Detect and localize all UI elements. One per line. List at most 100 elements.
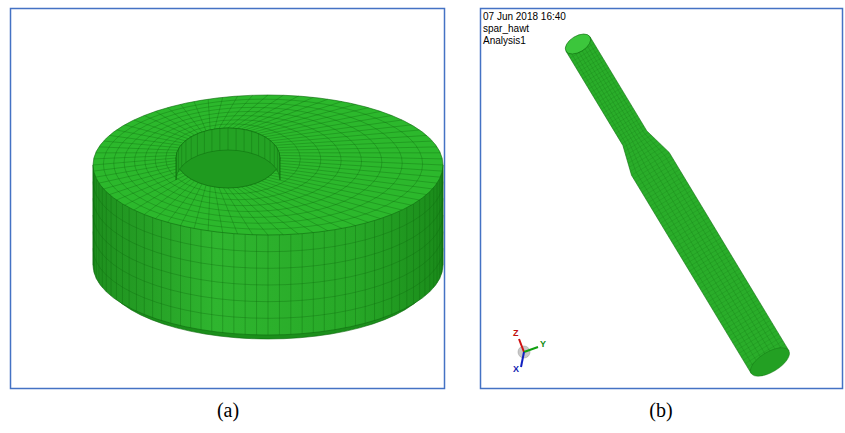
mesh-part [605,102,629,116]
mesh-part [673,221,711,244]
mesh-part [648,180,686,203]
mesh-part [632,152,670,175]
mesh-part [669,214,707,237]
mesh-part [261,181,380,219]
mesh-part [727,310,765,333]
mesh-part [665,207,703,230]
mesh-part [156,181,195,219]
mesh-part [580,61,604,75]
mesh-part [660,200,698,223]
buoy-mesh [93,95,443,339]
mesh-part [277,149,278,171]
mesh-part [685,242,723,265]
mesh-part [599,92,623,106]
mesh-part [219,128,220,150]
mesh-part [675,224,713,247]
mesh-part [178,149,179,171]
mesh-part [279,152,440,153]
mesh-part [640,166,678,189]
mesh-part [627,141,657,159]
mesh-part [650,183,688,206]
mesh-part [654,190,692,213]
mesh-part [93,248,443,318]
mesh-part [208,99,210,130]
mesh-part [700,265,738,288]
mesh-part [620,126,644,140]
mesh-part [215,187,223,233]
mesh-part [691,252,729,275]
mesh-part [96,163,177,177]
mesh-part [597,88,621,102]
mesh-part [270,140,271,162]
mesh-part [194,102,206,131]
mesh-part [626,138,655,155]
mesh-part [94,155,177,159]
mesh-part [729,313,767,336]
mesh-part [566,37,789,374]
mesh-part [93,158,176,165]
mesh-part [683,238,721,261]
mesh-part [280,158,443,165]
mesh-part [176,158,177,180]
mesh-part [702,269,740,292]
spar-mesh [562,30,794,382]
mesh-part [279,153,280,175]
mesh-part [585,68,609,82]
mesh-part [623,132,648,147]
mesh-part [636,159,674,182]
mesh-part [116,130,183,143]
mesh-part [708,279,746,302]
mesh-part [228,188,268,235]
mesh-part [609,109,633,123]
info-text: spar_hawt [483,23,529,35]
mesh-part [677,228,715,251]
mesh-part [280,155,443,159]
mesh-part [739,331,777,354]
mesh-part [731,317,769,340]
mesh-part [265,116,392,137]
axis-label: Z [513,328,519,338]
mesh-part [197,134,198,156]
mesh-part [737,327,775,350]
mesh-part [735,324,773,347]
mesh-part [718,296,756,319]
mesh-part [194,185,206,228]
mesh-part [572,48,761,368]
mesh-part [251,131,252,153]
mesh-part [575,46,765,365]
mesh-part [646,176,684,199]
mesh-part [258,183,369,223]
panel-caption: (a) [217,399,239,421]
mesh-part [698,262,736,285]
mesh-part [622,129,646,143]
mesh-part [694,255,732,278]
axis-label: X [513,364,519,374]
mesh-part [277,168,433,189]
mesh-part [278,166,437,183]
mesh-part [616,119,640,133]
mesh-part [280,158,281,180]
mesh-part [591,78,615,92]
mesh-part [265,179,392,214]
info-text: 07 Jun 2018 16:40 [483,11,566,23]
mesh-part [581,42,775,359]
mesh-part [603,98,627,112]
mesh-part [679,231,717,254]
panel-frame [481,9,843,389]
mesh-part [93,232,443,302]
mesh-part [671,218,709,241]
mesh-part [185,140,186,162]
mesh-part [219,96,238,128]
mesh-part [254,104,356,132]
mesh-part [687,245,725,268]
mesh-part [99,147,178,150]
mesh-part [656,194,694,217]
mesh-part [725,307,763,330]
mesh-part [144,179,191,214]
mesh-part [134,177,188,210]
mesh-part [125,175,186,205]
mesh-part [589,74,613,88]
mesh-part [93,95,443,235]
mesh-part [630,150,666,172]
mesh-part [704,272,742,295]
